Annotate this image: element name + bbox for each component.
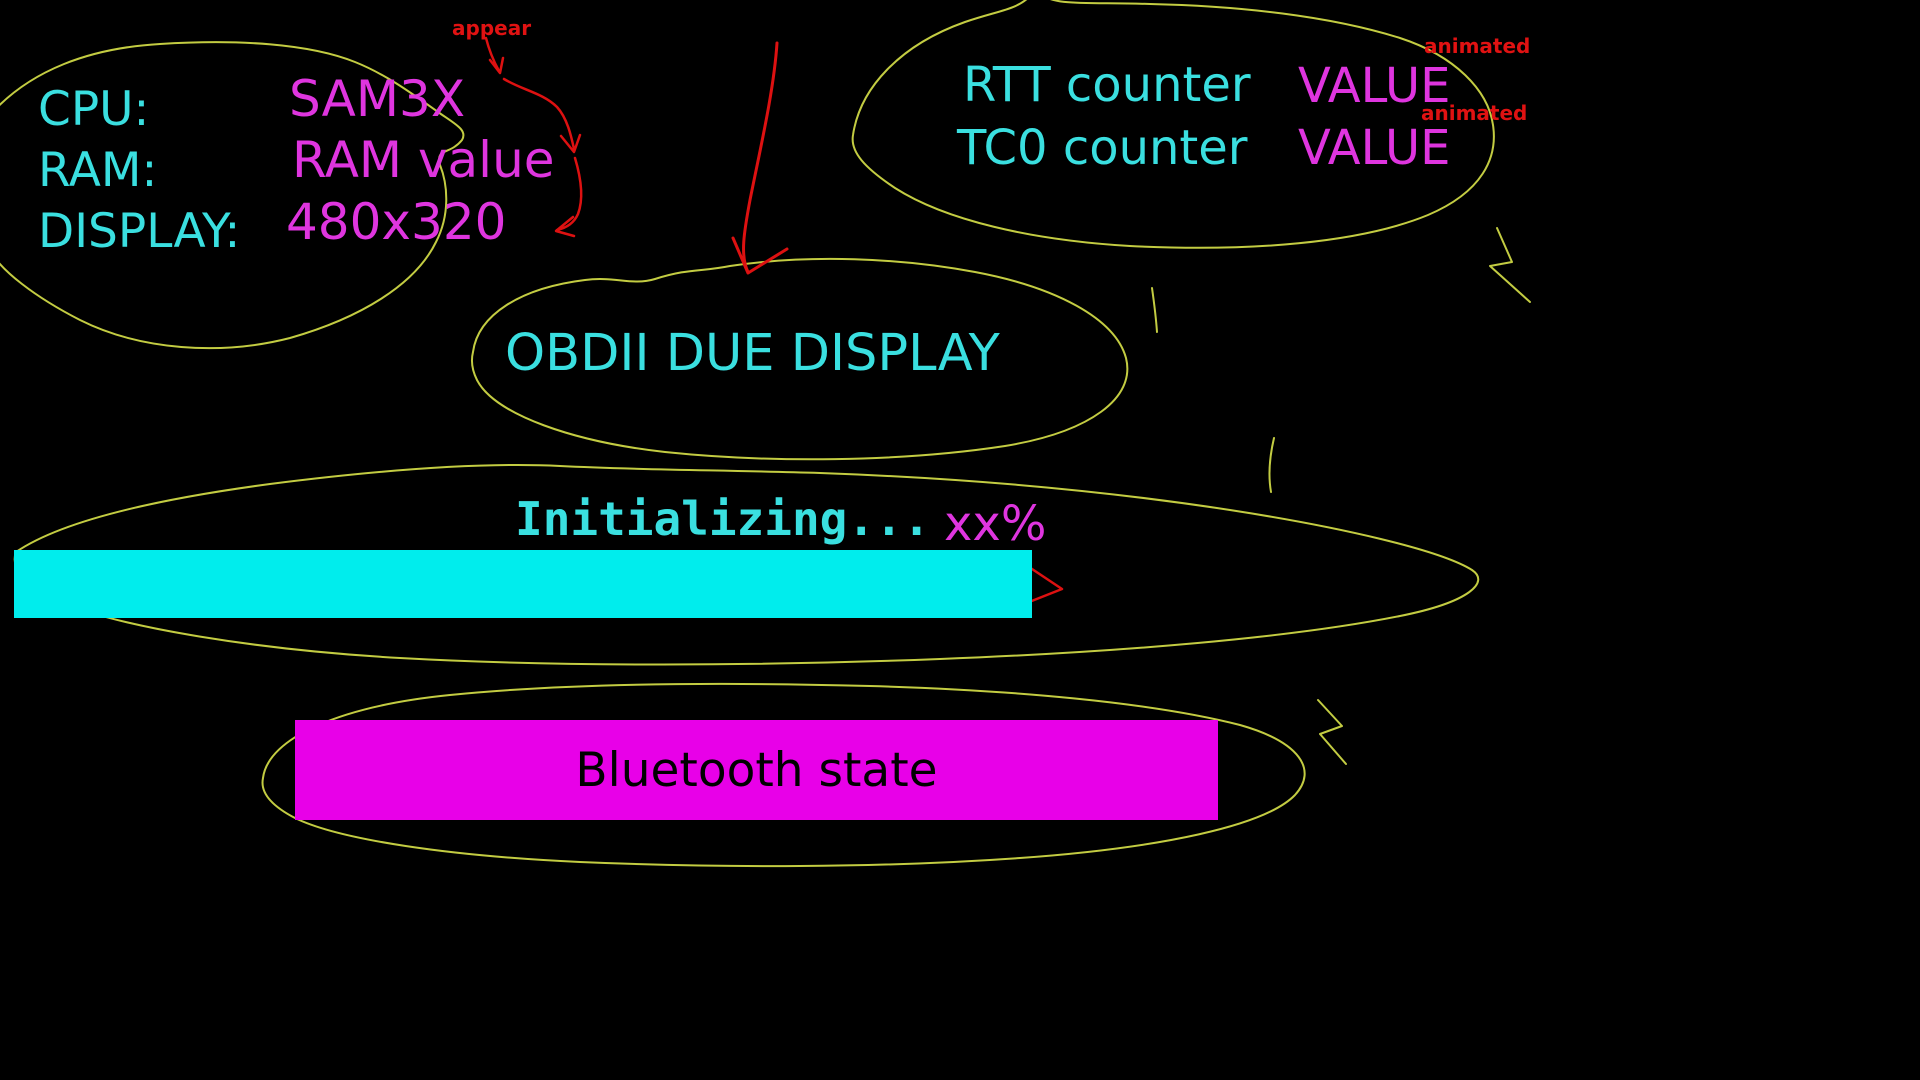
cpu-label: CPU: (38, 82, 150, 137)
tc0-counter-value: VALUE (1298, 120, 1451, 176)
appear-annotation-label: appear (452, 16, 532, 40)
progress-status-text: Initializing... (515, 492, 931, 546)
tc0-counter-label: TC0 counter (957, 120, 1248, 176)
annotation-stray-mark-1 (1151, 287, 1158, 333)
rtt-counter-label: RTT counter (963, 57, 1251, 113)
display-title: OBDII DUE DISPLAY (505, 324, 1000, 383)
display-label: DISPLAY: (38, 204, 241, 259)
rtt-animated-note: animated (1424, 34, 1531, 58)
cpu-value: SAM3X (289, 70, 466, 128)
display-value: 480x320 (286, 193, 507, 251)
annotation-arrow-appear-3 (554, 156, 583, 238)
annotation-stray-mark-3 (1489, 227, 1531, 303)
bluetooth-state-box: Bluetooth state (295, 720, 1218, 820)
rtt-counter-value: VALUE (1298, 58, 1451, 114)
annotation-arrow-title (731, 41, 789, 275)
tc0-animated-note: animated (1421, 101, 1528, 125)
annotation-stray-mark-4 (1317, 699, 1347, 765)
progress-bar (14, 550, 1032, 618)
bluetooth-state-label: Bluetooth state (575, 742, 938, 798)
ram-value: RAM value (292, 131, 555, 189)
annotation-arrow-appear-1 (484, 36, 505, 75)
ram-label: RAM: (38, 143, 158, 198)
annotation-stray-mark-2 (1268, 437, 1275, 493)
progress-percent-text: xx% (944, 496, 1047, 552)
